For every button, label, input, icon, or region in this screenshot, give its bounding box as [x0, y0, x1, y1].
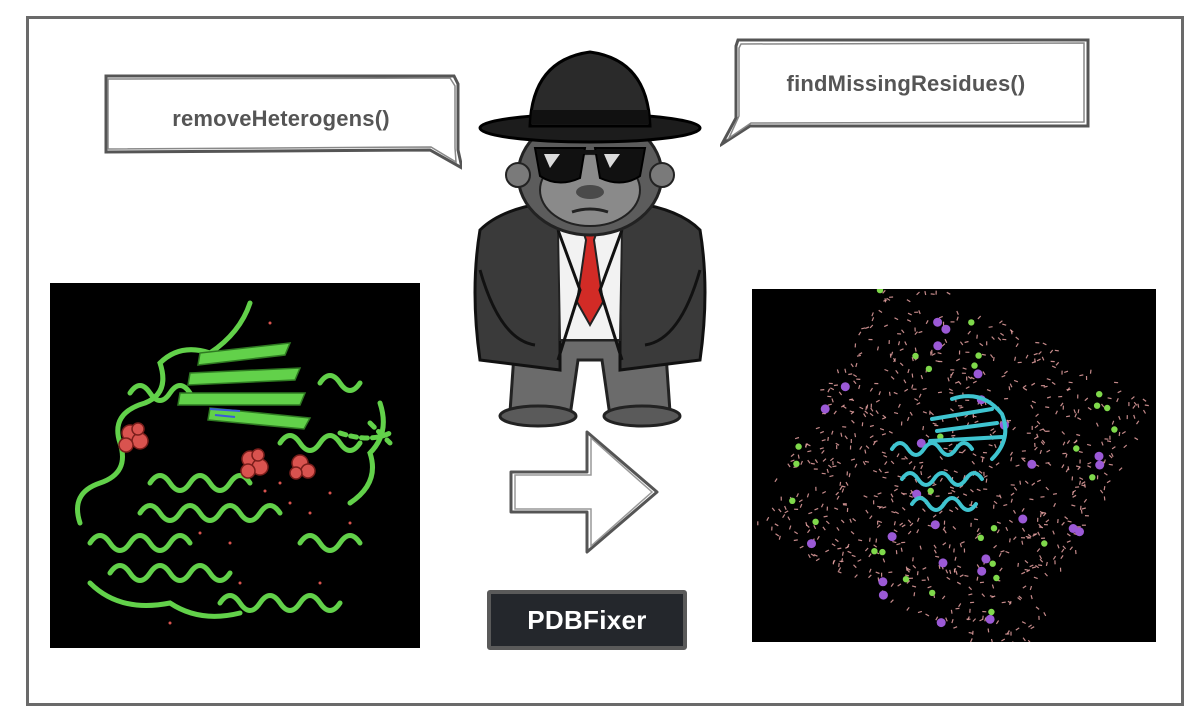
speech-bubble-left: removeHeterogens() — [100, 70, 462, 172]
speech-bubble-left-text: removeHeterogens() — [172, 106, 390, 131]
figure-frame — [26, 16, 1184, 706]
speech-bubble-right-text: findMissingResidues() — [786, 71, 1026, 96]
protein-structure-after — [752, 289, 1156, 642]
ligand-spheres — [118, 422, 316, 480]
tool-badge-label: PDBFixer — [527, 604, 647, 635]
solvated-protein-icon — [757, 289, 1149, 642]
agent-gorilla-icon — [473, 50, 707, 428]
right-arrow-icon — [509, 430, 659, 554]
speech-bubble-right: findMissingResidues() — [720, 36, 1092, 148]
ion-spheres — [789, 289, 1118, 628]
tool-badge: PDBFixer — [487, 590, 687, 650]
speech-bubble-outline — [104, 74, 462, 170]
speech-bubble-outline — [720, 38, 1090, 148]
protein-ribbon — [890, 394, 1008, 512]
water-box — [757, 289, 1149, 642]
protein-structure-before — [50, 283, 420, 648]
protein-cartoon-icon — [75, 300, 393, 625]
